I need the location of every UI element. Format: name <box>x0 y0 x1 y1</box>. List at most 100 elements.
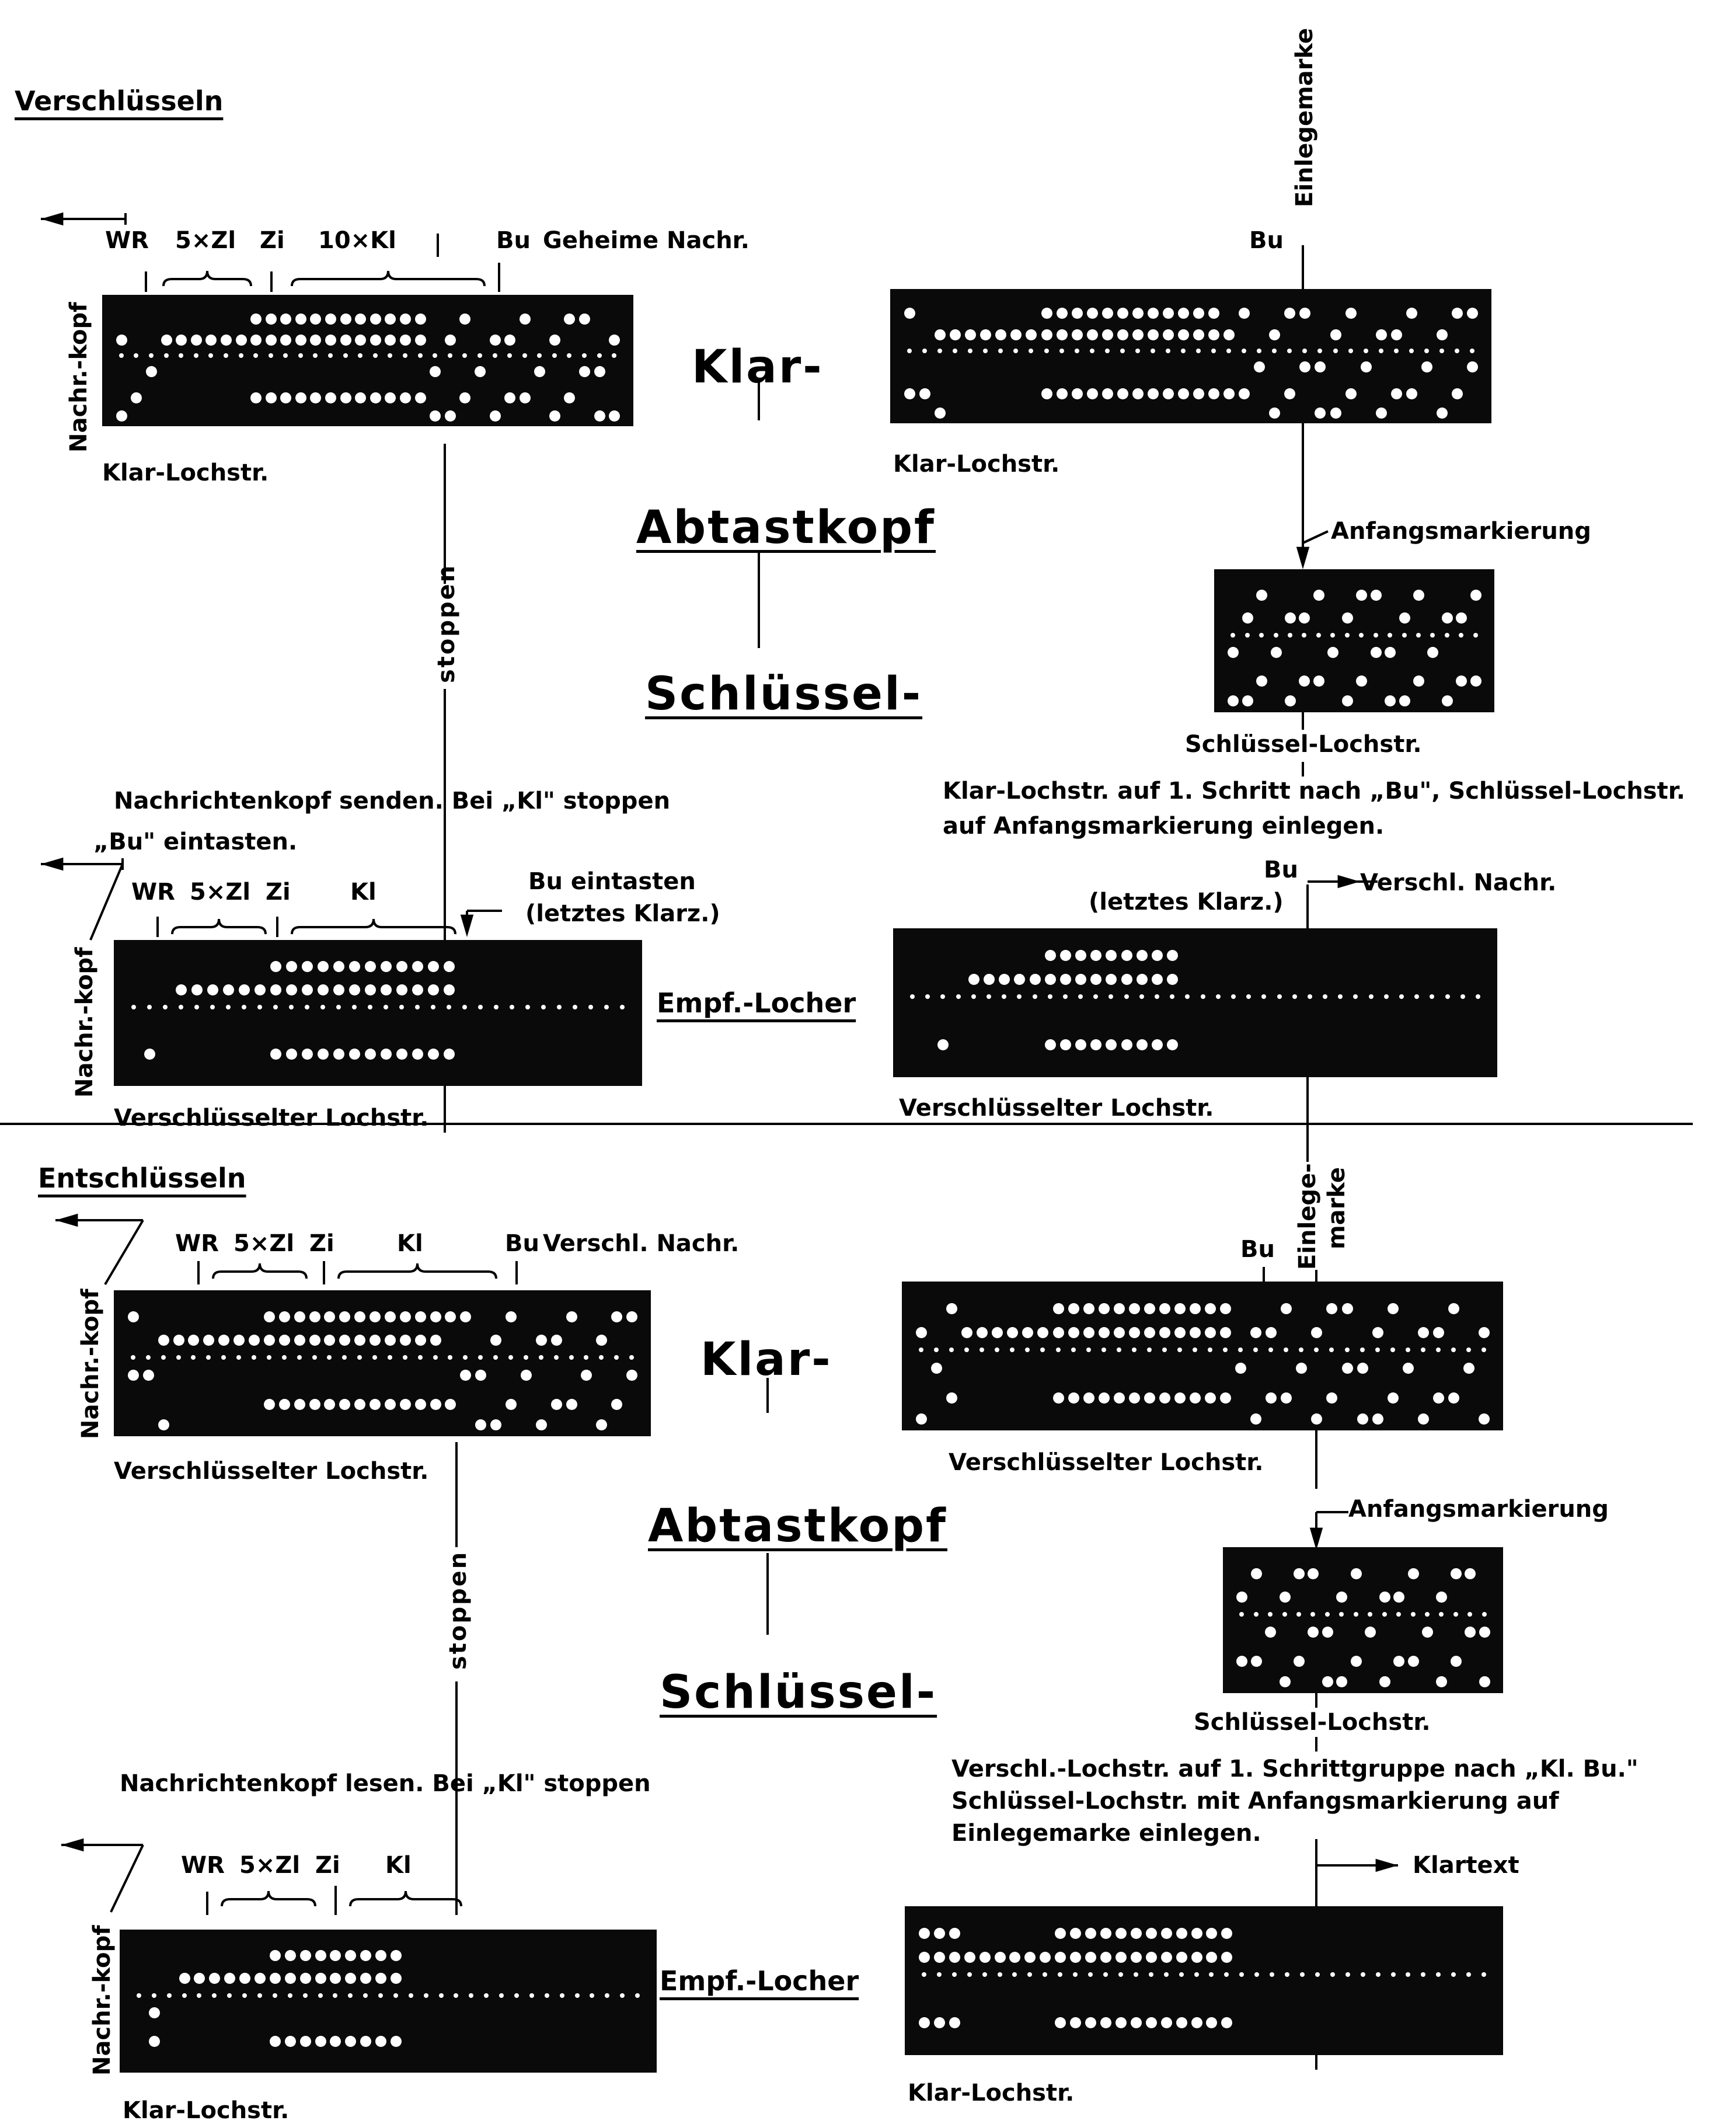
feed-hole <box>522 353 527 358</box>
punched-hole <box>1121 949 1132 961</box>
punched-hole <box>278 1335 290 1346</box>
feed-hole <box>1273 632 1278 638</box>
instruction-right: Schlüssel-Lochstr. mit Anfangsmarkierung… <box>951 1788 1559 1815</box>
punched-hole <box>949 1951 960 1963</box>
punched-hole <box>1106 973 1117 985</box>
punched-hole <box>1341 1362 1353 1374</box>
feed-hole <box>1230 632 1236 638</box>
punched-hole <box>1136 1039 1148 1050</box>
feed-hole <box>620 1005 625 1009</box>
label-bu-eintasten: Bu eintasten <box>528 868 696 895</box>
punched-hole <box>1279 1592 1291 1603</box>
feed-hole <box>438 1993 444 1998</box>
feed-hole <box>971 994 976 1000</box>
punched-hole <box>490 1335 502 1346</box>
punched-hole <box>566 1311 577 1322</box>
feed-hole <box>523 1355 528 1360</box>
feed-hole <box>1475 994 1480 1000</box>
feed-hole <box>1307 994 1312 1000</box>
instruction-left: Nachrichtenkopf senden. Bei „Kl" stoppen <box>114 788 671 814</box>
feed-hole <box>1047 994 1052 1000</box>
feed-hole <box>130 1355 135 1360</box>
feed-hole <box>1239 1972 1245 1977</box>
feed-hole <box>227 1993 232 1998</box>
feed-hole <box>118 353 124 358</box>
punched-hole <box>1221 2017 1233 2028</box>
punched-hole <box>1451 308 1463 319</box>
feed-hole <box>1163 1972 1169 1977</box>
punched-hole <box>375 2036 387 2048</box>
punched-hole <box>1101 308 1113 319</box>
punched-hole <box>295 334 306 346</box>
feed-hole <box>982 1972 987 1977</box>
feed-hole <box>1435 1347 1441 1353</box>
punched-hole <box>504 392 516 403</box>
feed-hole <box>193 353 198 358</box>
punched-hole <box>1470 675 1481 687</box>
punched-hole <box>445 1399 456 1410</box>
feed-hole <box>1177 1347 1182 1353</box>
punched-hole <box>1174 1303 1186 1314</box>
punched-hole <box>1145 2017 1157 2028</box>
punched-hole <box>1294 1656 1305 1667</box>
feed-hole <box>462 353 468 358</box>
punched-hole <box>224 1973 236 1984</box>
label-wr: WR <box>175 1230 219 1257</box>
arrowhead <box>55 1213 78 1227</box>
feed-hole <box>951 1972 957 1977</box>
punched-hole <box>1014 973 1026 985</box>
punched-hole <box>430 1335 441 1346</box>
punched-hole <box>1315 407 1326 419</box>
punched-hole <box>1385 695 1396 707</box>
punched-hole <box>1159 1392 1170 1404</box>
instruction-right: Klar-Lochstr. auf 1. Schritt nach „Bu", … <box>943 778 1685 805</box>
punched-hole <box>1421 361 1432 373</box>
feed-hole <box>936 1972 942 1977</box>
feed-hole <box>1078 994 1083 1000</box>
feed-hole <box>1314 1347 1319 1353</box>
punched-hole <box>1191 2017 1202 2028</box>
feed-hole <box>1388 632 1393 638</box>
punched-hole <box>1075 949 1087 961</box>
punched-hole <box>250 392 262 403</box>
punched-hole <box>1132 308 1144 319</box>
punched-hole <box>1221 1927 1233 1939</box>
feed-hole <box>145 1355 151 1360</box>
punched-hole <box>235 334 247 346</box>
feed-hole <box>1296 1612 1301 1617</box>
punched-hole <box>534 365 546 377</box>
feed-hole <box>1118 1972 1123 1977</box>
feed-hole <box>1180 348 1186 353</box>
label-zi: Zi <box>266 879 291 906</box>
feed-hole <box>1284 1347 1289 1353</box>
punched-hole <box>1115 2017 1127 2028</box>
feed-hole <box>1473 632 1478 638</box>
feed-hole <box>1104 348 1110 353</box>
punched-hole <box>238 984 250 995</box>
punched-hole <box>1101 329 1113 341</box>
punched-hole <box>430 410 441 422</box>
punched-hole <box>1478 1326 1490 1338</box>
punched-hole <box>1322 1676 1333 1687</box>
punched-hole <box>396 1049 408 1060</box>
punched-hole <box>1242 695 1253 707</box>
punched-hole <box>295 313 306 325</box>
feed-hole <box>484 1993 489 1998</box>
feed-hole <box>1345 1972 1350 1977</box>
punched-hole <box>191 984 203 995</box>
feed-hole <box>179 353 184 358</box>
punched-hole <box>414 392 426 403</box>
feed-hole <box>1226 348 1232 353</box>
punched-hole <box>1284 308 1296 319</box>
punched-hole <box>937 1039 949 1050</box>
punched-hole <box>1330 407 1341 419</box>
punched-hole <box>1406 308 1417 319</box>
feed-hole <box>1454 348 1459 353</box>
punched-hole <box>1100 1951 1111 1963</box>
feed-hole <box>567 353 572 358</box>
punched-hole <box>977 1326 988 1338</box>
punched-hole <box>188 1335 200 1346</box>
punched-hole <box>280 392 292 403</box>
feed-hole <box>1089 348 1094 353</box>
punched-hole <box>265 334 277 346</box>
